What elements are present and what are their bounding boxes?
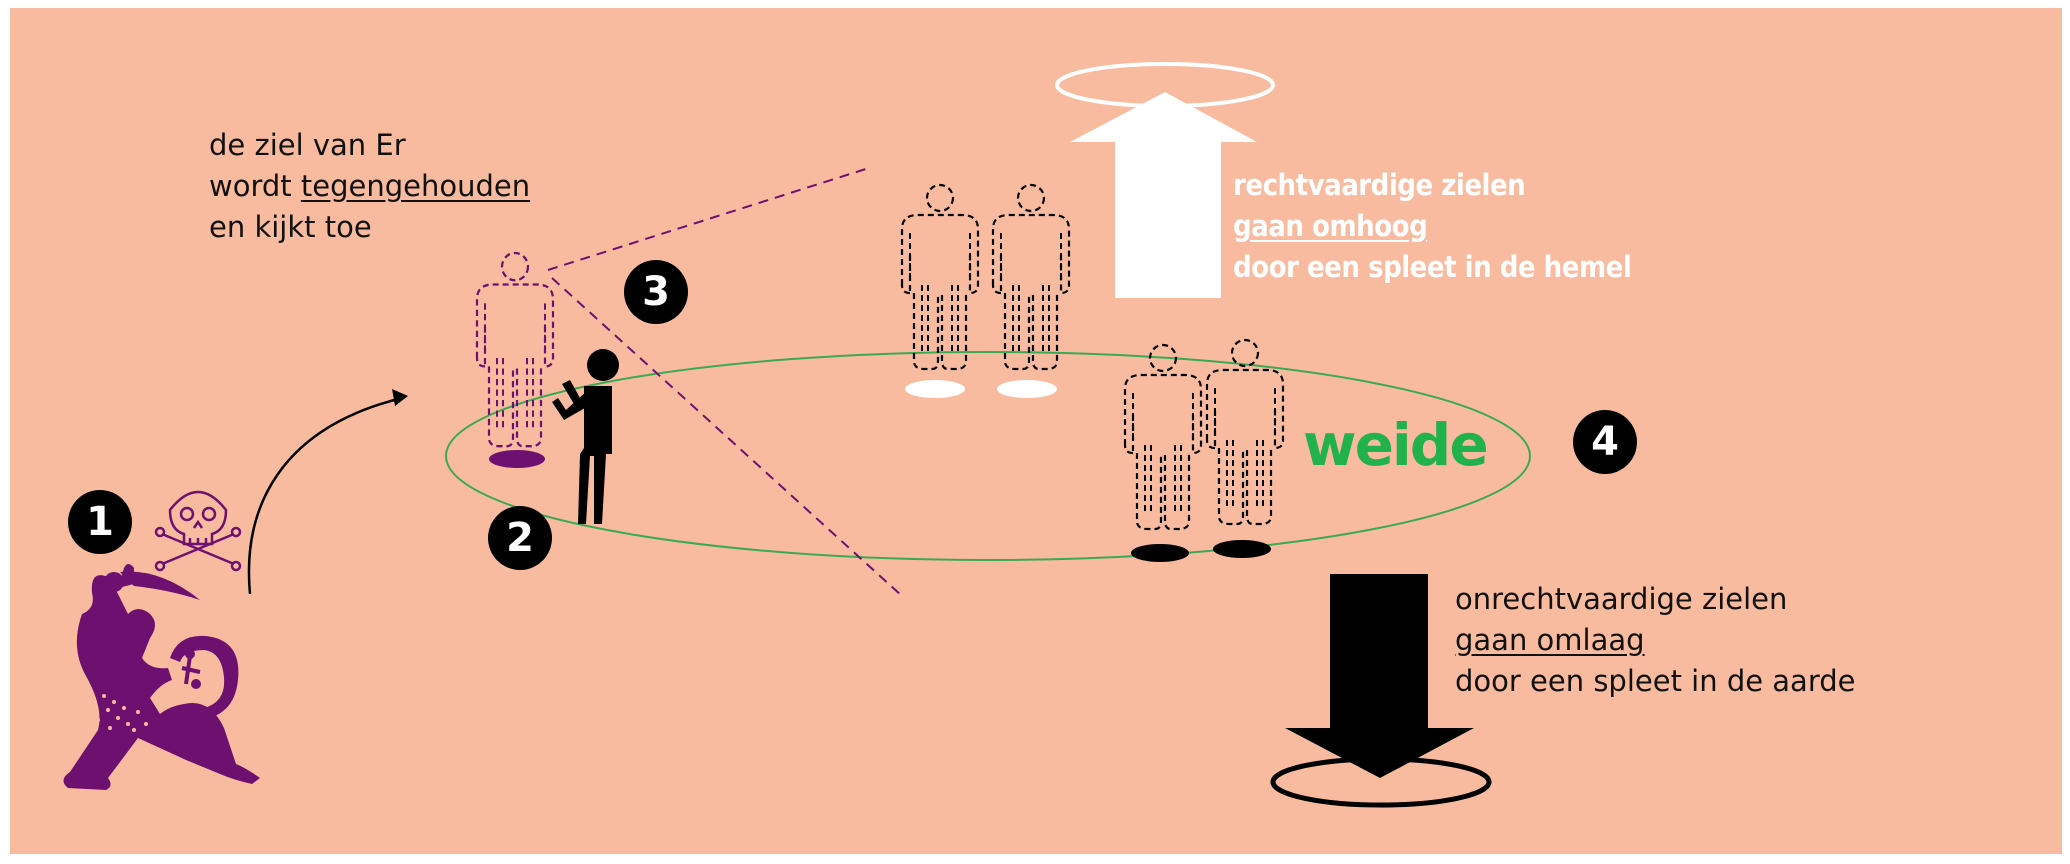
step-badge-2: 2 [488, 506, 552, 570]
meadow-label: weide [1303, 411, 1487, 479]
er-caption-line2-underlined: tegengehouden [301, 169, 530, 203]
er-caption-line1: de ziel van Er [209, 125, 530, 166]
unjust-soul-left-shadow [1131, 544, 1189, 562]
diagram-canvas: de ziel van Er wordt tegengehouden en ki… [10, 8, 2062, 854]
just-caption-line2-underlined: gaan omhoog [1233, 209, 1427, 243]
step-badge-1: 1 [68, 490, 132, 554]
unjust-souls-caption: onrechtvaardige zielen gaan omlaag door … [1455, 579, 1856, 702]
just-caption-line3: door een spleet in de hemel [1233, 247, 1631, 288]
unjust-caption-line1: onrechtvaardige zielen [1455, 579, 1856, 620]
unjust-caption-line2-underlined: gaan omlaag [1455, 623, 1645, 657]
step-badge-4: 4 [1573, 410, 1637, 474]
step-badge-3: 3 [624, 260, 688, 324]
unjust-caption-line3: door een spleet in de aarde [1455, 661, 1856, 702]
soul-of-er-shadow [489, 450, 545, 468]
er-caption: de ziel van Er wordt tegengehouden en ki… [209, 125, 530, 248]
just-caption-line2: gaan omhoog [1233, 206, 1631, 247]
just-caption-line1: rechtvaardige zielen [1233, 165, 1631, 206]
just-soul-right-shadow [997, 380, 1057, 398]
unjust-soul-right-shadow [1213, 540, 1271, 558]
just-soul-left-shadow [905, 380, 965, 398]
er-caption-line2-prefix: wordt [209, 169, 301, 203]
er-caption-line3: en kijkt toe [209, 207, 530, 248]
just-souls-caption: rechtvaardige zielen gaan omhoog door ee… [1233, 165, 1631, 288]
unjust-caption-line2: gaan omlaag [1455, 620, 1856, 661]
er-caption-line2: wordt tegengehouden [209, 166, 530, 207]
